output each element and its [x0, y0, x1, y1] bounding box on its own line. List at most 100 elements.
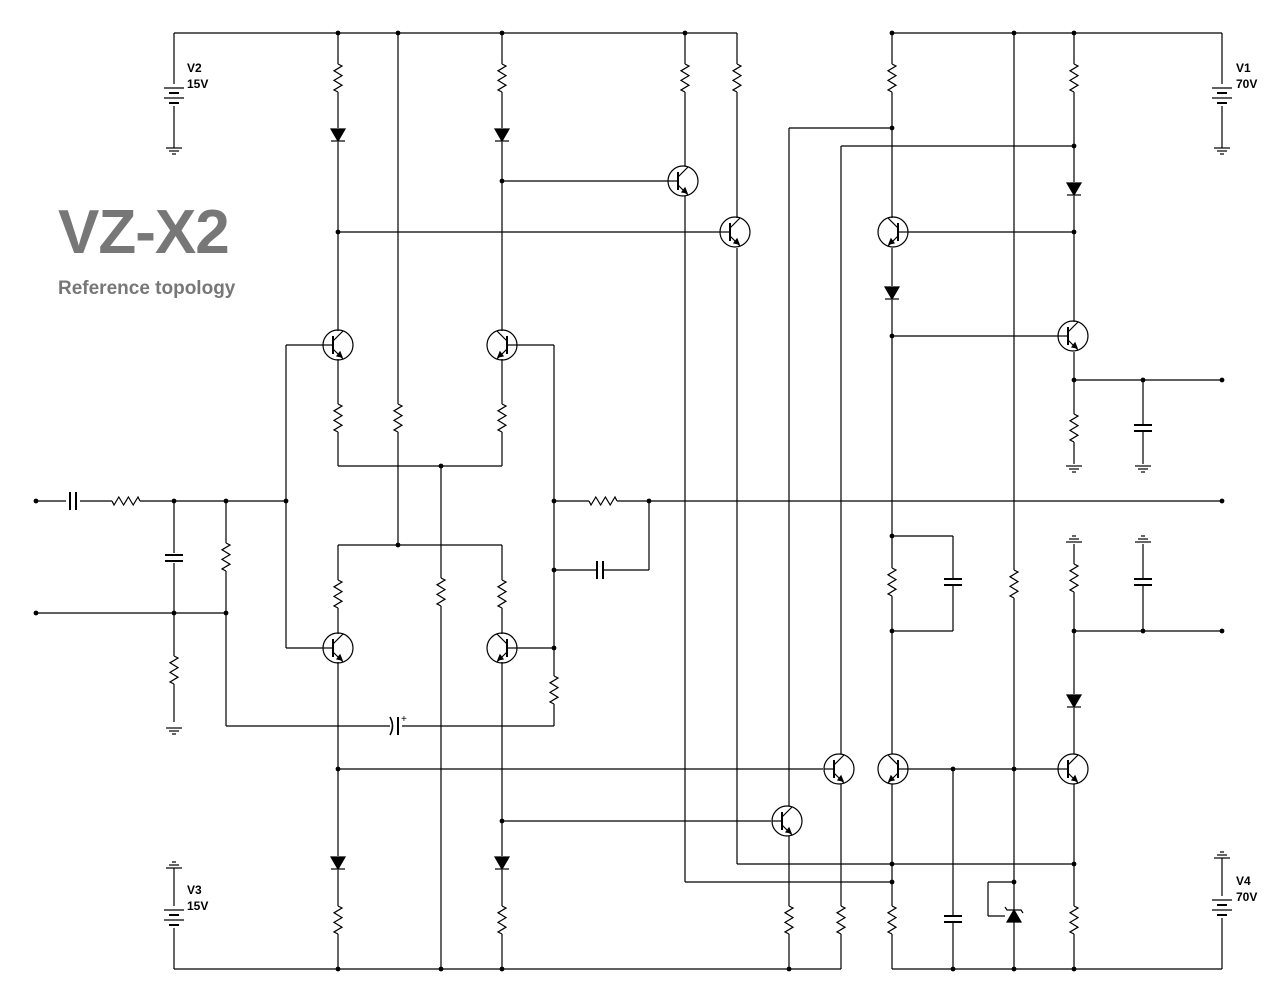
junction-dot — [551, 645, 557, 651]
diode — [1065, 694, 1083, 709]
junction-dot — [1071, 229, 1077, 235]
resistor — [496, 905, 508, 935]
junction-dot — [1011, 766, 1017, 772]
resistor — [168, 655, 180, 685]
source-value: 70V — [1236, 890, 1258, 904]
capacitor — [596, 561, 604, 579]
ground-icon — [1135, 465, 1151, 473]
junction-dot — [889, 125, 895, 131]
source-name: V4 — [1236, 874, 1251, 888]
junction-dot — [646, 498, 652, 504]
components: + — [69, 63, 1232, 935]
junction-dot — [786, 966, 792, 972]
junction-dot — [335, 30, 341, 36]
transistor-icon — [1057, 753, 1089, 785]
diode — [1065, 182, 1083, 197]
capacitor — [944, 578, 962, 586]
source-label-v2: V2 15V — [187, 60, 208, 92]
ground-icon — [1214, 147, 1230, 155]
transistor-icon — [823, 753, 855, 785]
junction-dot — [1219, 628, 1225, 634]
resistor — [1068, 63, 1080, 93]
junction-dot — [395, 30, 401, 36]
junction-dot — [551, 567, 557, 573]
resistor — [783, 905, 795, 935]
junction-dot — [889, 333, 895, 339]
page-title: VZ-X2 — [58, 198, 230, 267]
resistor — [588, 495, 618, 507]
junction-dot — [171, 610, 177, 616]
junction-dot — [33, 498, 39, 504]
diode — [883, 286, 901, 301]
transistor-icon — [1057, 320, 1089, 352]
resistor — [1068, 905, 1080, 935]
junction-dot — [395, 542, 401, 548]
junction-dot — [889, 861, 895, 867]
transistor-icon — [322, 329, 354, 361]
ground-icon — [166, 727, 182, 735]
junction-dot — [499, 966, 505, 972]
junction-dot — [1140, 628, 1146, 634]
diode — [329, 856, 347, 871]
transistor-icon — [771, 805, 803, 837]
battery-icon — [1212, 899, 1232, 916]
junction-dot — [335, 229, 341, 235]
resistor — [835, 905, 847, 935]
source-name: V1 — [1236, 61, 1251, 75]
junction-dot — [950, 766, 956, 772]
ground-icon — [1066, 465, 1082, 473]
wires — [36, 32, 1223, 970]
resistor — [332, 905, 344, 935]
junction-dot — [1140, 377, 1146, 383]
polarized-capacitor: + — [389, 714, 407, 736]
junction-dot — [1071, 966, 1077, 972]
resistor — [886, 905, 898, 935]
source-value: 15V — [187, 899, 209, 913]
transistor-icon — [486, 329, 518, 361]
resistor — [731, 63, 743, 93]
junction-dot — [335, 766, 341, 772]
diode — [493, 856, 511, 871]
resistor — [332, 63, 344, 93]
resistor — [332, 403, 344, 433]
ground-icon — [166, 147, 182, 155]
transistor-icon — [322, 632, 354, 664]
capacitor — [165, 554, 183, 562]
junction-dot — [1219, 498, 1225, 504]
source-label-v1: V1 70V — [1236, 60, 1257, 92]
junction-dot — [682, 30, 688, 36]
junction-dot — [171, 498, 177, 504]
resistor — [496, 579, 508, 609]
junction-dot — [1071, 377, 1077, 383]
junction-dot — [33, 610, 39, 616]
resistor — [886, 567, 898, 597]
resistor — [1008, 569, 1020, 599]
resistor — [332, 579, 344, 609]
resistor — [220, 542, 232, 572]
junction-dot — [950, 966, 956, 972]
svg-text:+: + — [401, 714, 407, 725]
battery-icon — [164, 909, 184, 926]
junction-dot — [889, 533, 895, 539]
junction-dot — [438, 966, 444, 972]
junction-dot — [499, 818, 505, 824]
capacitor — [944, 915, 962, 923]
junction-dot — [889, 879, 895, 885]
source-value: 15V — [187, 77, 209, 91]
ground-icon — [166, 861, 182, 869]
junction-dot — [499, 178, 505, 184]
ground-icon — [1066, 535, 1082, 543]
transistor-icon — [719, 216, 751, 248]
source-name: V2 — [187, 61, 202, 75]
junction-dot — [1219, 377, 1225, 383]
junction-dot — [1071, 861, 1077, 867]
resistor — [1068, 413, 1080, 443]
resistor — [679, 63, 691, 93]
resistor — [548, 675, 560, 705]
ground-icon — [1135, 535, 1151, 543]
junction-dot — [1071, 30, 1077, 36]
junction-dot — [283, 498, 289, 504]
resistor — [496, 403, 508, 433]
junction-dot — [889, 628, 895, 634]
battery-icon — [164, 87, 184, 104]
